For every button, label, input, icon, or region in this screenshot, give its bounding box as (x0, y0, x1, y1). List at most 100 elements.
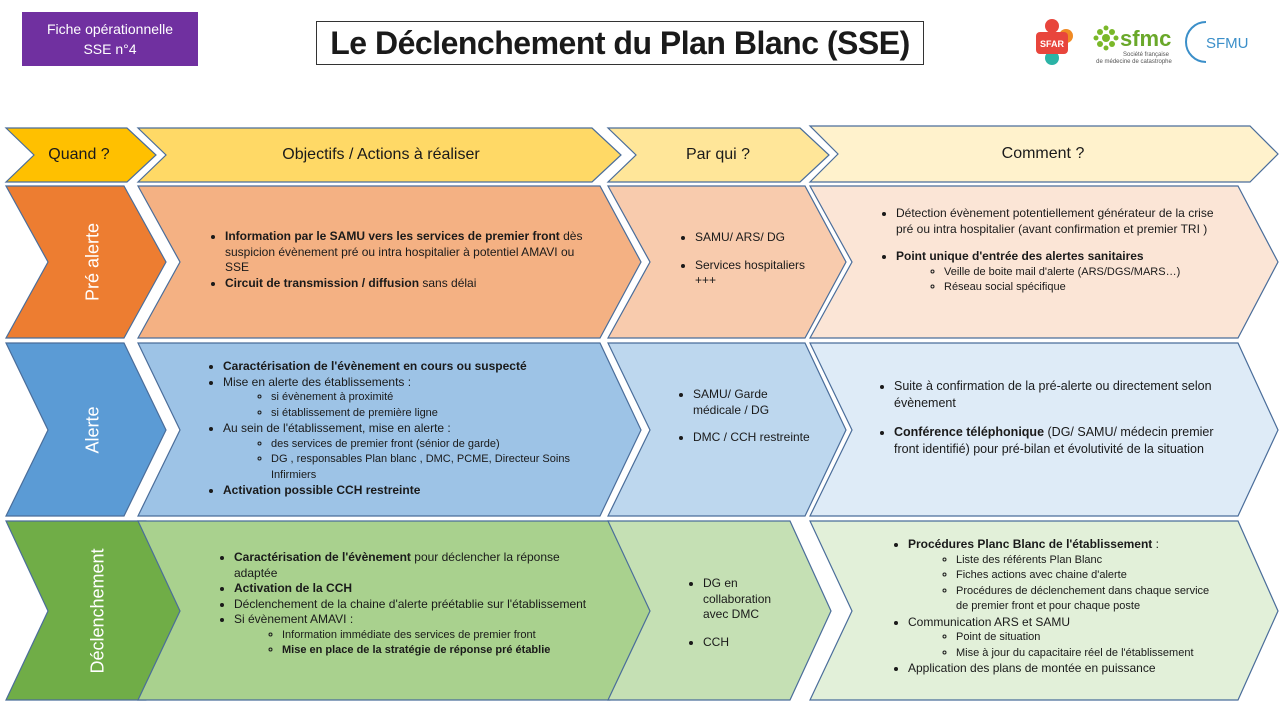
sub-list-item: Mise en place de la stratégie de réponse… (282, 643, 601, 659)
list-item: Information par le SAMU vers les service… (225, 229, 597, 276)
row-label-declenchement: Déclenchement (87, 548, 108, 674)
logos: SFAR sfmc Société française de médecine … (1036, 19, 1249, 65)
sub-list-item: Information immédiate des services de pr… (282, 628, 601, 644)
bold-text: Circuit de transmission / diffusion (225, 275, 420, 290)
list-item: Au sein de l'établissement, mise en aler… (223, 421, 600, 483)
sfar-logo: SFAR (1036, 19, 1073, 65)
bullet-list: SAMU/ Garde médicale / DG DMC / CCH rest… (675, 387, 810, 446)
header-objectifs: Objectifs / Actions à réaliser (282, 146, 480, 163)
cell-declenchement-par-qui: DG en collaboration avec DMC CCH (685, 576, 795, 650)
list-item: Application des plans de montée en puiss… (908, 661, 1220, 677)
header-chevron-par-qui (606, 127, 830, 183)
list-item: Caractérisation de l'évènement en cours … (223, 359, 600, 375)
list-item: Mise en alerte des établissements : si é… (223, 375, 600, 422)
sub-bullet-list: si évènement à proximité si établissemen… (223, 390, 600, 421)
row-chevron-pre-alerte (4, 185, 167, 339)
sub-list-item: Veille de boite mail d'alerte (ARS/DGS/M… (944, 265, 1228, 281)
sfmc-logo: sfmc Société française de médecine de ca… (1093, 25, 1173, 65)
header-chevron-objectifs (136, 127, 622, 183)
text: Mise en alerte des établissements : (223, 374, 412, 389)
cell-declenchement-comment: Procédures Planc Blanc de l'établissemen… (890, 537, 1220, 677)
sub-list-item: Réseau social spécifique (944, 280, 1228, 296)
header-quand: Quand ? (48, 146, 110, 163)
header-chevron-quand (4, 127, 157, 183)
bold-text: Procédures Planc Blanc de l'établissemen… (908, 537, 1153, 551)
sfmc-subtitle-1: Société française (1123, 52, 1170, 58)
text: (DG/ SAMU/ médecin premier front identif… (894, 425, 1214, 456)
sub-list-item: si évènement à proximité (271, 390, 600, 406)
list-item: SAMU/ Garde médicale / DG (693, 387, 810, 418)
list-item: Caractérisation de l'évènement pour décl… (234, 550, 601, 581)
text: Au sein de l'établissement, mise en aler… (223, 421, 451, 435)
text: pour déclencher la réponse adaptée (234, 550, 560, 580)
sub-list-item: Point de situation (956, 630, 1220, 646)
bold-text: Caractérisation de l'évènement en cours … (223, 359, 527, 373)
sub-list-item: si établissement de première ligne (271, 406, 600, 422)
list-item: Détection évènement potentiellement géné… (896, 206, 1228, 237)
sub-list-item: des services de premier front (sénior de… (271, 437, 600, 453)
cell-chevron-declenchement-comment (809, 520, 1279, 701)
page-title: Le Déclenchement du Plan Blanc (SSE) (316, 21, 924, 65)
sfmu-logo: SFMU (1185, 21, 1249, 63)
fiche-badge-line2: SSE n°4 (83, 41, 137, 57)
list-item: Circuit de transmission / diffusion sans… (225, 276, 597, 292)
cell-declenchement-objectifs: Caractérisation de l'évènement pour décl… (216, 550, 601, 659)
cell-chevron-pre-alerte-obj (136, 185, 642, 339)
list-item: Services hospitaliers +++ (695, 258, 812, 289)
list-item: Communication ARS et SAMU Point de situa… (908, 615, 1220, 662)
row-chevron-alerte (5, 342, 167, 517)
cell-pre-alerte-objectifs: Information par le SAMU vers les service… (207, 229, 597, 291)
sfar-text: SFAR (1040, 39, 1065, 49)
sfmc-subtitle-2: de médecine de catastrophe (1096, 59, 1172, 65)
list-item: Suite à confirmation de la pré-alerte ou… (894, 378, 1221, 412)
cell-chevron-alerte-comment (809, 342, 1279, 517)
header-chevron-comment (808, 125, 1279, 183)
list-item: DG en collaboration avec DMC (703, 576, 795, 623)
text: Communication ARS et SAMU (908, 614, 1071, 629)
row-label-pre-alerte: Pré alerte (82, 222, 103, 302)
bullet-list: Procédures Planc Blanc de l'établissemen… (890, 537, 1220, 677)
list-item: DMC / CCH restreinte (693, 430, 810, 446)
cell-pre-alerte-par-qui: SAMU/ ARS/ DG Services hospitaliers +++ (677, 230, 812, 289)
sub-bullet-list: Veille de boite mail d'alerte (ARS/DGS/M… (896, 265, 1228, 296)
sub-bullet-list: Information immédiate des services de pr… (234, 628, 601, 659)
list-item: Conférence téléphonique (DG/ SAMU/ médec… (894, 424, 1221, 458)
cell-chevron-pre-alerte-qui (606, 185, 847, 339)
bold-text: Activation de la CCH (234, 581, 353, 595)
cell-pre-alerte-comment: Détection évènement potentiellement géné… (878, 206, 1228, 296)
bullet-list: SAMU/ ARS/ DG Services hospitaliers +++ (677, 230, 812, 289)
text: dès suspicion évènement pré ou intra hos… (225, 229, 583, 274)
cell-chevron-alerte-obj (137, 342, 642, 517)
sub-list-item: DG , responsables Plan blanc , DMC, PCME… (271, 452, 600, 483)
fiche-badge-line1: Fiche opérationnelle (46, 21, 174, 37)
sub-list-item: Fiches actions avec chaine d'alerte (956, 568, 1220, 584)
fiche-badge: Fiche opérationnelle SSE n°4 (22, 12, 198, 66)
sub-list-item: Mise à jour du capacitaire réel de l'éta… (956, 646, 1220, 662)
bold-text: Mise en place de la stratégie de réponse… (282, 644, 551, 656)
list-item: CCH (703, 635, 795, 651)
bullet-list: Caractérisation de l'évènement en cours … (205, 359, 600, 499)
sub-bullet-list: Point de situation Mise à jour du capaci… (908, 630, 1220, 661)
bullet-list: Détection évènement potentiellement géné… (878, 206, 1228, 296)
cell-alerte-objectifs: Caractérisation de l'évènement en cours … (205, 359, 600, 499)
bold-text: Caractérisation de l'évènement (234, 550, 411, 564)
cell-alerte-par-qui: SAMU/ Garde médicale / DG DMC / CCH rest… (675, 387, 810, 446)
list-item: Point unique d'entrée des alertes sanita… (896, 249, 1228, 296)
cell-alerte-comment: Suite à confirmation de la pré-alerte ou… (876, 378, 1221, 458)
cell-chevron-declenchement-qui (607, 520, 832, 701)
bullet-list: DG en collaboration avec DMC CCH (685, 576, 795, 650)
list-item: Procédures Planc Blanc de l'établissemen… (908, 537, 1220, 615)
header-comment: Comment ? (1001, 145, 1085, 162)
bold-text: Activation possible CCH restreinte (223, 483, 421, 497)
bullet-list: Suite à confirmation de la pré-alerte ou… (876, 378, 1221, 458)
list-item: Déclenchement de la chaine d'alerte préé… (234, 597, 601, 613)
sub-bullet-list: Liste des référents Plan Blanc Fiches ac… (908, 553, 1220, 615)
bold-text: Conférence téléphonique (894, 425, 1045, 439)
bullet-list: Information par le SAMU vers les service… (207, 229, 597, 291)
header-par-qui: Par qui ? (685, 146, 751, 163)
list-item: Activation possible CCH restreinte (223, 483, 600, 499)
bold-text: Point unique d'entrée des alertes sanita… (896, 249, 1144, 263)
bold-text: Information par le SAMU vers les service… (225, 229, 560, 243)
cell-chevron-alerte-qui (607, 342, 847, 517)
list-item: SAMU/ ARS/ DG (695, 230, 812, 246)
